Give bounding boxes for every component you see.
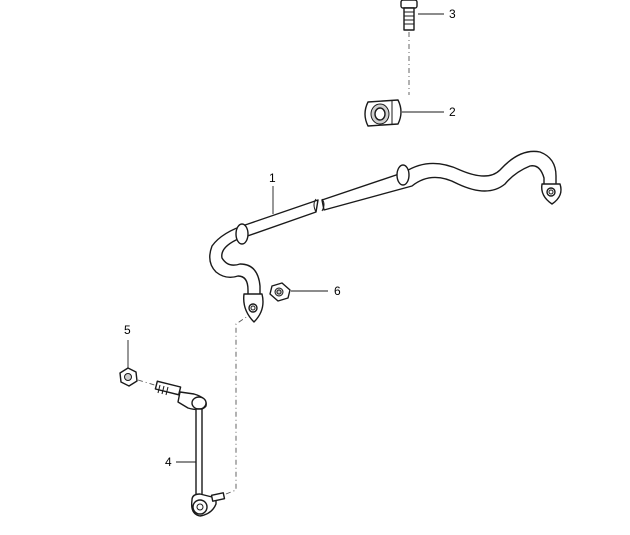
part-6-nut[interactable] xyxy=(269,282,291,302)
callout-6: 6 xyxy=(334,284,341,298)
part-4-coupling-link[interactable] xyxy=(154,380,226,517)
callout-4: 4 xyxy=(165,455,172,469)
callout-1: 1 xyxy=(269,171,276,185)
part-1-stabilizer-bar[interactable] xyxy=(209,150,562,323)
part-5-nut[interactable] xyxy=(119,367,138,387)
callout-3: 3 xyxy=(449,7,456,21)
part-3-bolt[interactable] xyxy=(400,0,418,31)
link-axis-line xyxy=(225,315,249,495)
part-2-bushing[interactable] xyxy=(364,99,402,127)
callout-5: 5 xyxy=(124,323,131,337)
nut-axis-line xyxy=(137,379,159,387)
callout-2: 2 xyxy=(449,105,456,119)
